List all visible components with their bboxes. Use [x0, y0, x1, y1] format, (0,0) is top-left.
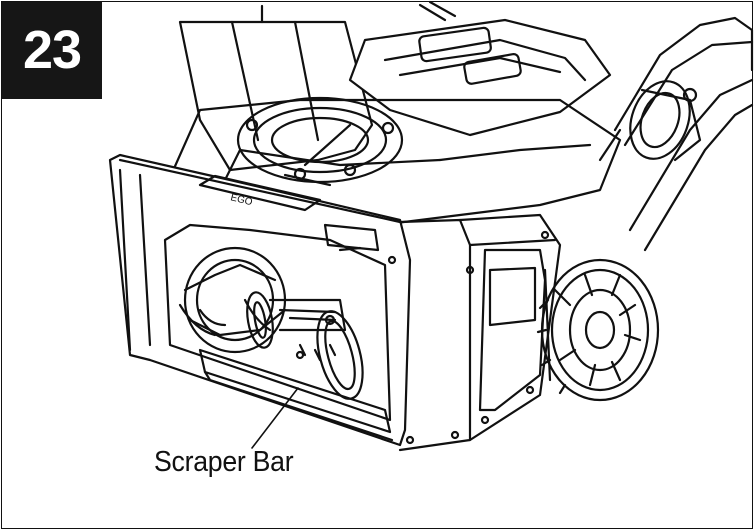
auger-housing-drawing: EGO	[110, 155, 410, 445]
step-number-badge: 23	[2, 2, 102, 99]
housing-bolts-drawing	[389, 232, 548, 443]
handle-knob-drawing	[620, 73, 700, 167]
scraper-bar-label: Scraper Bar	[154, 446, 293, 479]
chute-drawing	[180, 6, 372, 170]
handle-drawing	[600, 18, 752, 250]
battery-cover-drawing	[350, 2, 610, 135]
